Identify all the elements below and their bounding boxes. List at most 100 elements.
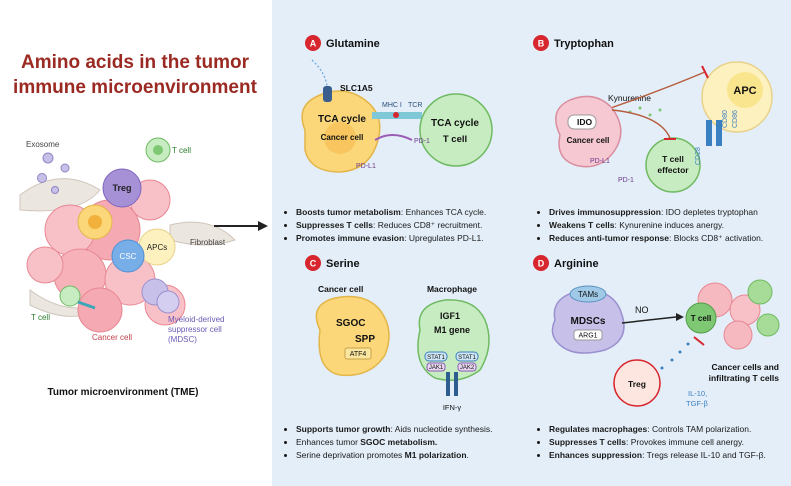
apc-b-label: APC: [733, 85, 756, 97]
tme-illustration: Treg APCs CSC T cell Exosome Fibroblast …: [19, 137, 268, 398]
cd86-label: CD86: [732, 110, 739, 128]
badge-d: [533, 255, 549, 271]
macrophage-label: Macrophage: [427, 284, 477, 294]
il10-label: IL-10,: [688, 389, 707, 398]
tams-label: TAMs: [578, 290, 598, 299]
tme-caption: Tumor microenvironment (TME): [48, 387, 199, 398]
mhc-label: MHC I: [382, 102, 402, 109]
kynurenine-label: Kynurenine: [608, 93, 651, 103]
svg-text:STAT1: STAT1: [427, 355, 445, 361]
m1-gene-label: M1 gene: [434, 325, 470, 335]
t-cell-effector-label-2: effector: [657, 165, 689, 175]
apcs-label: APCs: [147, 243, 167, 252]
stat1-right: [455, 351, 479, 362]
mdscs-label: MDSCs: [570, 316, 605, 327]
tgfb-label: TGF-β: [686, 399, 708, 408]
badge-c: [305, 255, 321, 271]
t-cell-effector-label-1: T cell: [662, 154, 684, 164]
cancer-cell-b: [555, 95, 622, 168]
pd1-label-b: PD-1: [618, 177, 634, 184]
panel-b-bullet-2: Weakens T cells: Kynurenine induces aner…: [549, 219, 763, 232]
tca-cycle-left: TCA cycle: [318, 114, 366, 125]
infiltrating-label-1: Cancer cells and: [711, 362, 779, 372]
ifn-gamma-label: IFN-γ: [443, 403, 462, 412]
panel-d-bullets: Regulates macrophages: Controls TAM pola…: [537, 423, 766, 462]
cancer-cell-c: [315, 295, 390, 377]
panel-d-bullet-3: Enhances suppression: Tregs release IL-1…: [549, 449, 766, 462]
arg1-box: [573, 329, 603, 341]
badge-b: [533, 35, 549, 51]
treg-d: [613, 359, 661, 407]
cancer-cell-b-label: Cancer cell: [567, 136, 610, 145]
t-cell-d: [685, 302, 717, 334]
treg-d-label: Treg: [628, 379, 646, 389]
ido-label: IDO: [577, 117, 593, 127]
slc1a5-transporter: [323, 86, 332, 102]
jak1-label: JAK1: [429, 365, 444, 371]
panel-a-title: Glutamine: [326, 38, 380, 50]
jak2-label: JAK2: [460, 365, 475, 371]
tca-cycle-right: TCA cycle: [431, 118, 479, 129]
svg-text:C: C: [310, 259, 317, 269]
svg-text:STAT1: STAT1: [458, 355, 476, 361]
svg-text:B: B: [538, 39, 545, 49]
t-cell-a-label: T cell: [443, 134, 467, 145]
panel-b-title: Tryptophan: [554, 38, 614, 50]
panel-d-bullet-2: Suppresses T cells: Provokes immune cell…: [549, 436, 766, 449]
igf1-label: IGF1: [440, 311, 460, 321]
t-cell-top-label: T cell: [172, 146, 191, 155]
mdsc-label-3: (MDSC): [168, 335, 197, 344]
figure-title: Amino acids in the tumor immune microenv…: [0, 50, 270, 100]
tumor-cluster-d: [697, 279, 780, 350]
panel-c-bullet-2: Enhances tumor SGOC metabolism.: [296, 436, 493, 449]
exosome-icons: [37, 152, 70, 194]
title-line-2: immune microenvironment: [13, 77, 257, 98]
cancer-cell-label: Cancer cell: [92, 333, 132, 342]
svg-text:D: D: [538, 259, 545, 269]
t-cell-a: [419, 93, 493, 167]
panel-a-bullet-1: Boosts tumor metabolism: Enhances TCA cy…: [296, 206, 486, 219]
jak2-box: [457, 362, 477, 372]
title-line-1: Amino acids in the tumor: [20, 52, 250, 73]
cancer-cell-a-label: Cancer cell: [321, 133, 364, 142]
panel-illustrations: A Glutamine TCA cycle Cancer cell SLC1A5…: [301, 35, 780, 412]
treg-cell: [102, 168, 142, 208]
treg-label: Treg: [112, 183, 131, 193]
cd28-label: CD28: [695, 147, 702, 165]
atf4-box: [344, 347, 372, 360]
tcr-label: TCR: [408, 102, 422, 109]
panel-a-bullet-3: Promotes immune evasion: Upregulates PD-…: [296, 232, 486, 245]
infiltrating-label-2: infiltrating T cells: [709, 373, 780, 383]
panel-c-bullet-1: Supports tumor growth: Aids nucleotide s…: [296, 423, 493, 436]
csc-label: CSC: [120, 252, 137, 261]
no-arrow: [621, 316, 677, 324]
badge-a: [305, 35, 321, 51]
pd1-label-a: PD-1: [414, 138, 430, 145]
mdsc-label-1: Myeloid-derived: [168, 315, 224, 324]
sgoc-label: SGOC: [336, 318, 365, 329]
panel-c-title: Serine: [326, 258, 360, 270]
panel-b-bullet-1: Drives immunosuppression: IDO depletes t…: [549, 206, 763, 219]
pdl1-label-a: PD-L1: [356, 163, 376, 170]
arg1-label: ARG1: [578, 333, 597, 340]
panel-b-bullet-3: Reduces anti-tumor response: Blocks CD8⁺…: [549, 232, 763, 245]
jak1-box: [426, 362, 446, 372]
stat1-left: [424, 351, 448, 362]
panel-a-bullet-2: Suppresses T cells: Reduces CD8⁺ recruit…: [296, 219, 486, 232]
panel-d-bullet-1: Regulates macrophages: Controls TAM pola…: [549, 423, 766, 436]
svg-text:A: A: [310, 39, 317, 49]
slc1a5-label: SLC1A5: [340, 83, 373, 93]
t-cell-bottom: [59, 285, 81, 307]
tams-cap: [569, 285, 607, 303]
csc-cell: [111, 239, 145, 273]
atf4-label: ATF4: [350, 351, 367, 358]
cancer-cell-c-label: Cancer cell: [318, 284, 363, 294]
t-cell-d-label: T cell: [691, 314, 711, 323]
mechanism-panel: [272, 0, 791, 486]
ido-box: [567, 114, 597, 130]
t-cell-bottom-label: T cell: [31, 313, 50, 322]
spp-label: SPP: [355, 334, 375, 345]
panel-b-bullets: Drives immunosuppression: IDO depletes t…: [537, 206, 763, 245]
fibroblast-label: Fibroblast: [190, 238, 226, 247]
panel-d-title: Arginine: [554, 258, 599, 270]
